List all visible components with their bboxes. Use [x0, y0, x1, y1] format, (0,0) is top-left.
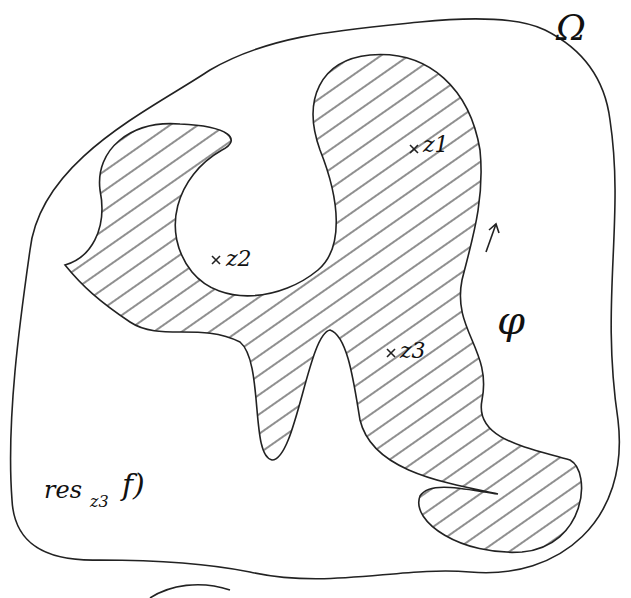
point-label: z3 — [400, 340, 426, 362]
curve-label: φ — [497, 300, 525, 340]
orientation-arrow — [486, 224, 499, 252]
outer-boundary — [11, 19, 620, 579]
formula-text: res — [44, 478, 82, 502]
shaded-region — [65, 55, 582, 553]
cut-stroke — [150, 585, 230, 598]
region-name: Ω — [556, 10, 586, 46]
point-label: z1 — [423, 134, 449, 156]
formula-subscript: z3 — [90, 494, 109, 510]
point-label: z2 — [226, 248, 252, 270]
formula-text: f) — [122, 470, 145, 500]
point-markers — [212, 145, 418, 357]
